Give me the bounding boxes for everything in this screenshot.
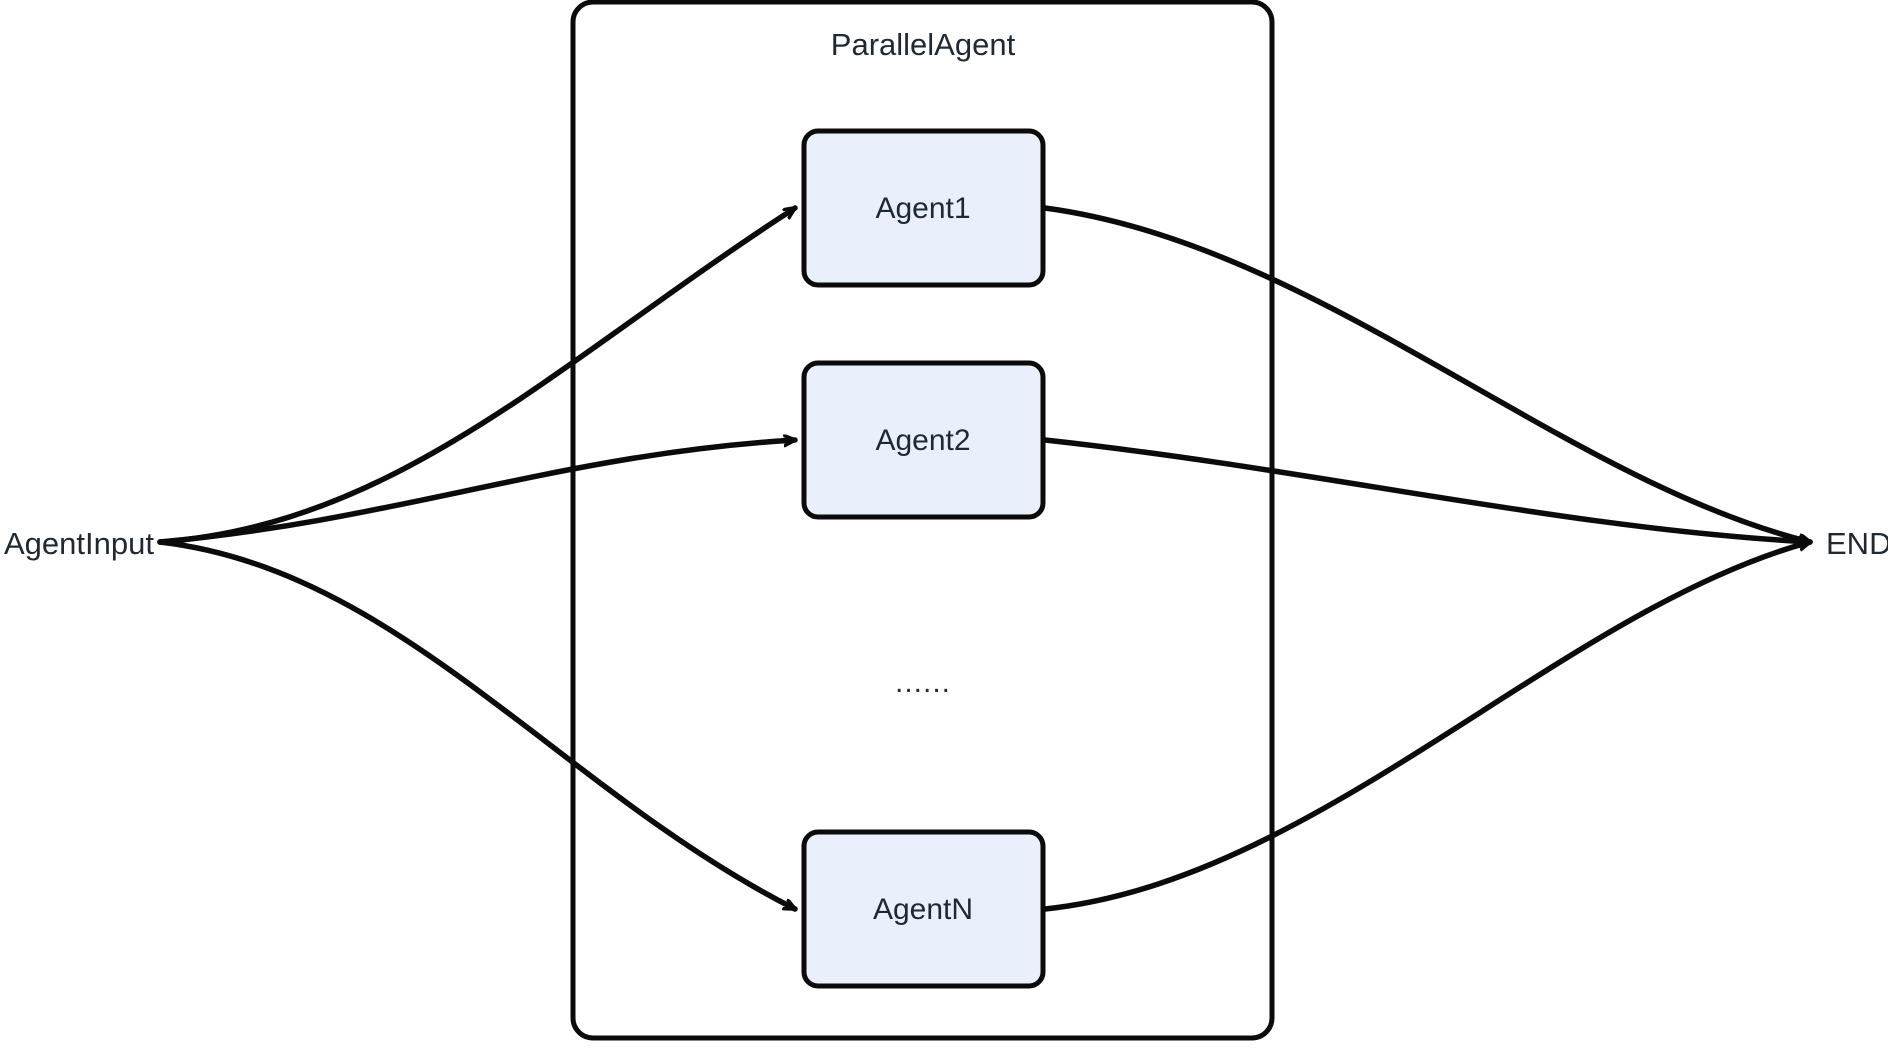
edge-agent1-to-end: [1042, 205, 1813, 542]
agent2-label: Agent2: [875, 424, 970, 457]
agent-input-label: AgentInput: [4, 526, 154, 561]
edge-agentinput-to-agent2: [157, 440, 798, 545]
edge-agentinput-to-agentn: [157, 539, 798, 912]
node-agent1[interactable]: Agent1: [801, 128, 1046, 288]
node-agentn[interactable]: AgentN: [801, 829, 1046, 989]
node-agent2[interactable]: Agent2: [801, 360, 1046, 520]
agent1-label: Agent1: [875, 192, 970, 225]
agent2-box[interactable]: [801, 360, 1046, 520]
agentn-box[interactable]: [801, 829, 1046, 989]
edge-agentn-to-end: [1042, 542, 1813, 912]
agent1-box[interactable]: [801, 128, 1046, 288]
parallel-agent-group-title: ParallelAgent: [831, 27, 1016, 62]
parallel-agent-group-container: [570, 0, 1275, 1041]
more-agents-ellipsis: ......: [895, 666, 951, 699]
end-label: END: [1826, 526, 1888, 561]
agentn-label: AgentN: [873, 893, 973, 926]
edge-agentinput-to-agent1: [157, 205, 798, 545]
edge-agent2-to-end: [1042, 437, 1813, 542]
